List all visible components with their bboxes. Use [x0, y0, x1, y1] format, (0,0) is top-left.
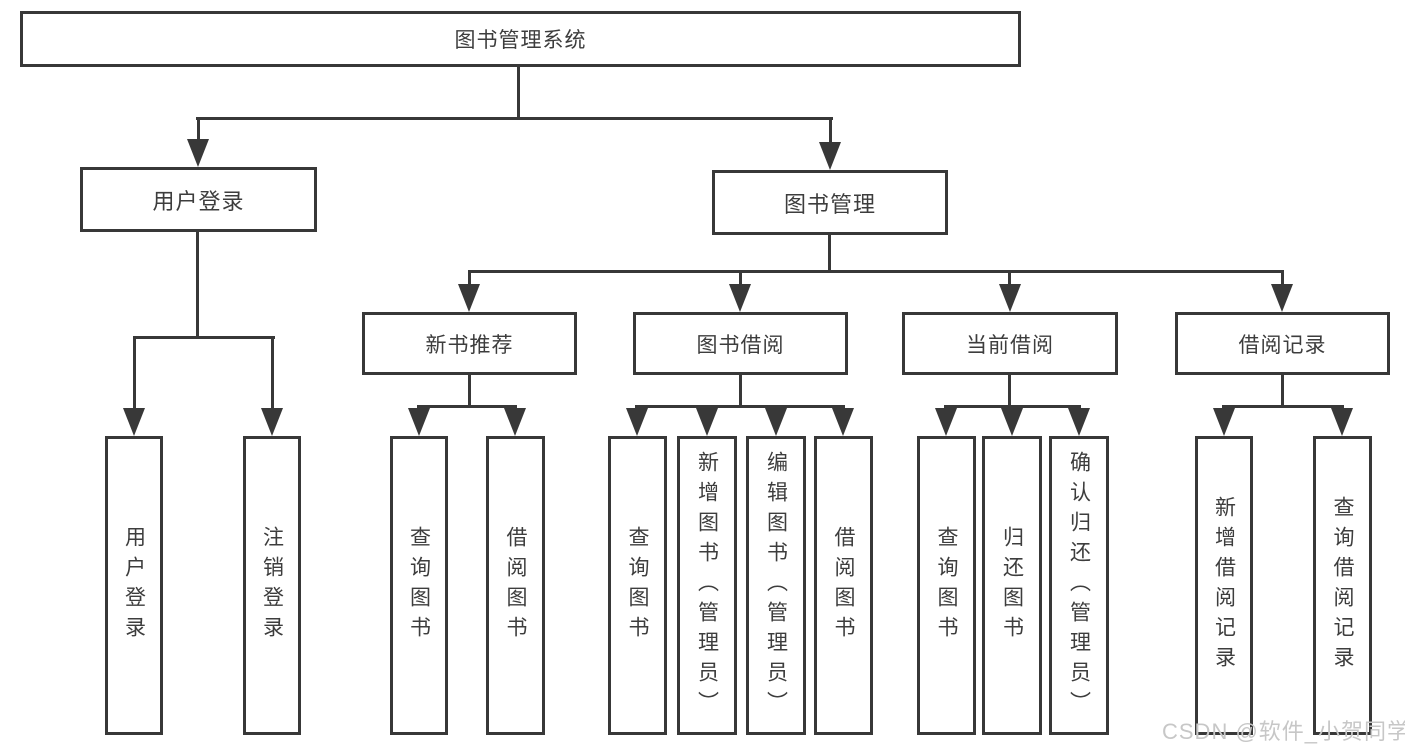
node-label: 当前借阅: [966, 333, 1054, 357]
connector-root-vertical: [517, 67, 520, 117]
node-label: 新增图书（管理员）: [695, 450, 719, 721]
connector-new-book-vertical: [468, 375, 471, 408]
node-user-login: 用户登录: [80, 167, 317, 232]
arrow-down-icon: [765, 408, 787, 436]
node-label: 图书管理: [783, 191, 876, 217]
connector-book-borrow-horizontal: [635, 405, 845, 408]
node-label: 用户登录: [122, 525, 146, 646]
connector-book-mgmt-vertical: [828, 235, 831, 273]
connector-book-mgmt-horizontal: [468, 270, 1284, 273]
arrow-down-icon: [458, 284, 480, 312]
connector-user-login-vertical: [196, 232, 199, 339]
arrow-down-icon: [999, 284, 1021, 312]
arrow-down-icon: [832, 408, 854, 436]
node-label: 新增借阅记录: [1212, 495, 1236, 676]
connector-stub-level3: [1281, 272, 1284, 286]
node-label: 查询借阅记录: [1331, 495, 1354, 676]
arrow-down-icon: [261, 408, 283, 436]
node-book-management: 图书管理: [712, 170, 948, 235]
node-label: 新书推荐: [425, 333, 514, 357]
arrow-down-icon: [819, 142, 841, 170]
arrow-down-icon: [696, 408, 718, 436]
node-root: 图书管理系统: [20, 11, 1021, 67]
node-leaf-add-books-admin: 新增图书（管理员）: [677, 436, 737, 735]
node-label: 编辑图书（管理员）: [764, 450, 788, 721]
node-borrowing-records: 借阅记录: [1175, 312, 1390, 375]
node-label: 查询图书: [935, 525, 958, 646]
arrow-down-icon: [408, 408, 430, 436]
node-leaf-confirm-return-admin: 确认归还（管理员）: [1049, 436, 1109, 735]
connector-stub-level3: [468, 272, 471, 286]
node-current-borrowing: 当前借阅: [902, 312, 1118, 375]
arrow-down-icon: [1331, 408, 1353, 436]
connector-root-horizontal: [196, 117, 833, 120]
connector-stub-level3: [1008, 272, 1011, 286]
arrow-down-icon: [187, 139, 209, 167]
node-leaf-borrow-books: 借阅图书: [486, 436, 545, 735]
node-label: 查询图书: [407, 525, 431, 646]
node-leaf-return-books: 归还图书: [982, 436, 1042, 735]
node-new-book-recommend: 新书推荐: [362, 312, 577, 375]
connector-book-borrow-vertical: [739, 375, 742, 408]
node-leaf-logout: 注销登录: [243, 436, 301, 735]
arrow-down-icon: [729, 284, 751, 312]
watermark: CSDN @软件_小贺同学: [1162, 719, 1405, 744]
arrow-down-icon: [1271, 284, 1293, 312]
arrow-down-icon: [1213, 408, 1235, 436]
node-leaf-query-books: 查询图书: [390, 436, 448, 735]
connector-current-borrow-horizontal: [944, 405, 1081, 408]
connector-user-login-horizontal: [133, 336, 275, 339]
node-leaf-user-login: 用户登录: [105, 436, 163, 735]
node-leaf-borrow-books: 借阅图书: [814, 436, 873, 735]
arrow-down-icon: [1068, 408, 1090, 436]
arrow-down-icon: [1001, 408, 1023, 436]
node-label: 图书管理系统: [454, 29, 587, 52]
node-book-borrowing: 图书借阅: [633, 312, 848, 375]
connector-current-borrow-vertical: [1008, 375, 1011, 408]
node-label: 查询图书: [626, 525, 649, 646]
node-label: 归还图书: [1000, 525, 1024, 646]
node-label: 用户登录: [152, 188, 245, 214]
arrow-down-icon: [123, 408, 145, 436]
connector-stub-book-management: [829, 119, 832, 144]
arrow-down-icon: [935, 408, 957, 436]
arrow-down-icon: [626, 408, 648, 436]
node-label: 确认归还（管理员）: [1067, 450, 1091, 721]
arrow-down-icon: [504, 408, 526, 436]
node-leaf-query-books: 查询图书: [917, 436, 976, 735]
node-leaf-query-books: 查询图书: [608, 436, 667, 735]
connector-records-vertical: [1281, 375, 1284, 408]
connector-stub-leaf: [271, 338, 274, 410]
connector-new-book-horizontal: [417, 405, 517, 408]
node-label: 借阅图书: [504, 525, 527, 646]
connector-stub-user-login: [197, 119, 200, 141]
node-label: 借阅记录: [1238, 333, 1327, 357]
node-label: 图书借阅: [696, 333, 785, 357]
node-label: 注销登录: [260, 525, 284, 646]
node-leaf-query-borrow-record: 查询借阅记录: [1313, 436, 1372, 735]
node-label: 借阅图书: [832, 525, 855, 646]
connector-records-horizontal: [1222, 405, 1344, 408]
connector-stub-leaf: [133, 338, 136, 410]
node-leaf-add-borrow-record: 新增借阅记录: [1195, 436, 1253, 735]
connector-stub-level3: [739, 272, 742, 286]
node-leaf-edit-books-admin: 编辑图书（管理员）: [746, 436, 806, 735]
